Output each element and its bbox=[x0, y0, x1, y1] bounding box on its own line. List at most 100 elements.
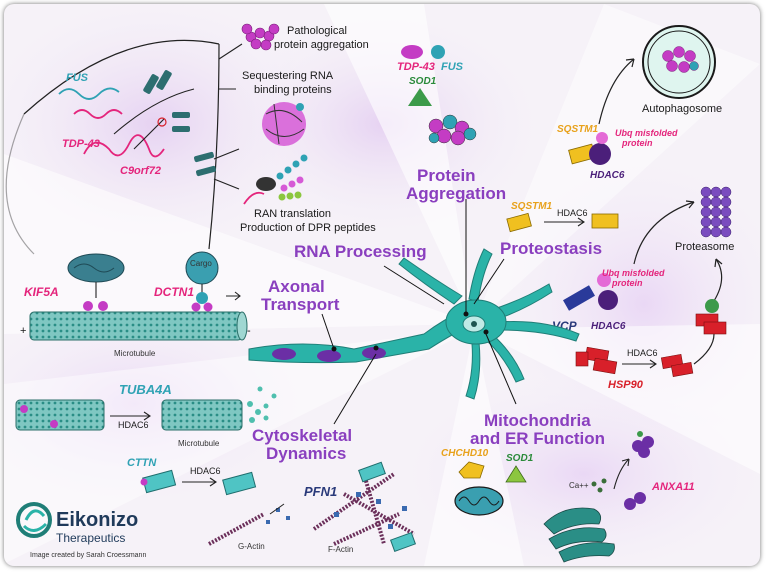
tdp43-protein-icon bbox=[401, 45, 423, 59]
cytoskeletal-panel: TUBA4A HDAC6 Microtubule Cytoskeletal Dy… bbox=[15, 382, 417, 554]
axonal-transport-panel: + - Microtubule KIF5A Cargo DCTN1 Axonal… bbox=[20, 251, 340, 358]
tdp43-label: TDP-43 bbox=[62, 138, 100, 150]
c9orf72-label: C9orf72 bbox=[120, 165, 161, 177]
vcp-icon bbox=[563, 285, 595, 311]
er-icon bbox=[543, 507, 615, 563]
agg-sod1-label: SOD1 bbox=[409, 76, 437, 87]
fus-protein-icon bbox=[431, 45, 445, 59]
autophagosome-icon bbox=[642, 25, 716, 99]
ubq-b-label-1: Ubq misfolded bbox=[602, 268, 665, 278]
hdac6-a-icon bbox=[589, 143, 611, 165]
sequestered-rna-icon bbox=[262, 102, 306, 146]
proteasome-label: Proteasome bbox=[675, 241, 734, 253]
section-axonal-transport-1: Axonal bbox=[268, 277, 325, 296]
mitochondrion-icon bbox=[454, 486, 504, 516]
hdac6-c-label: HDAC6 bbox=[591, 321, 626, 332]
section-proteostasis: Proteostasis bbox=[500, 239, 602, 258]
section-axonal-transport-2: Transport bbox=[261, 295, 340, 314]
als-pathways-diagram: FUS TDP-43 C9orf72 Pathological protein … bbox=[4, 4, 760, 566]
sequestering-label-1: Sequestering RNA bbox=[242, 70, 334, 82]
eikonizo-logo-icon bbox=[16, 502, 52, 538]
fus-rna-icon bbox=[58, 87, 120, 100]
cyto-microtubule-label: Microtubule bbox=[178, 439, 220, 448]
microtubule-icon bbox=[29, 311, 243, 341]
minus-end-label: - bbox=[247, 325, 251, 337]
ubq-a-label-2: protein bbox=[621, 138, 653, 148]
factin-label: F-Actin bbox=[328, 545, 353, 554]
cargo-label: Cargo bbox=[190, 259, 212, 268]
hdac6-a-label: HDAC6 bbox=[590, 170, 625, 181]
agg-cluster-icon bbox=[428, 114, 477, 146]
rna-processing-panel: FUS TDP-43 C9orf72 Pathological protein … bbox=[5, 23, 376, 255]
proteostasis-panel: Autophagosome SQSTM1 Ubq misfolded prote… bbox=[500, 25, 734, 391]
diagram-frame: FUS TDP-43 C9orf72 Pathological protein … bbox=[4, 4, 760, 566]
f-actin-icon bbox=[312, 472, 415, 546]
acetylated-microtubule-icon bbox=[161, 399, 243, 431]
g-actin-icon bbox=[208, 512, 265, 546]
pathological-label-1: Pathological bbox=[287, 25, 347, 37]
hdac6-b-label: HDAC6 bbox=[557, 208, 588, 218]
plus-end-label: + bbox=[20, 325, 26, 337]
gactin-label: G-Actin bbox=[238, 542, 265, 551]
autophagosome-label: Autophagosome bbox=[642, 103, 722, 115]
pfn1-label: PFN1 bbox=[304, 484, 337, 499]
sqstm1-c-icon bbox=[591, 213, 619, 229]
inhibit-icon bbox=[157, 117, 167, 127]
ubq-a-label-1: Ubq misfolded bbox=[615, 128, 678, 138]
sqstm1-a-label: SQSTM1 bbox=[557, 124, 599, 135]
agg-fus-label: FUS bbox=[441, 61, 464, 73]
ribosome-icon bbox=[243, 154, 308, 205]
protein-complex-icon bbox=[695, 299, 727, 335]
ran-label-2: Production of DPR peptides bbox=[240, 222, 376, 234]
eikonizo-logo: Eikonizo Therapeutics Image created by S… bbox=[16, 502, 146, 559]
section-mito-2: and ER Function bbox=[470, 429, 605, 448]
section-protein-aggregation-1: Protein bbox=[417, 166, 476, 185]
sequestering-label-2: binding proteins bbox=[254, 84, 332, 96]
hdac6-d-label: HDAC6 bbox=[627, 348, 658, 358]
chchd10-icon bbox=[458, 461, 485, 479]
protein-aggregate-icon bbox=[241, 23, 280, 51]
sod1-protein-icon bbox=[408, 88, 432, 106]
section-cytoskeletal-2: Dynamics bbox=[266, 444, 346, 463]
neuron-icon bbox=[248, 199, 580, 425]
sqstm1-b-label: SQSTM1 bbox=[511, 201, 553, 212]
tuba4a-hdac6-label: HDAC6 bbox=[118, 420, 149, 430]
ran-label-1: RAN translation bbox=[254, 208, 331, 220]
section-rna-processing: RNA Processing bbox=[294, 242, 427, 261]
dctn1-label: DCTN1 bbox=[154, 285, 194, 299]
tdp43-rna-icon bbox=[73, 109, 123, 119]
image-credit: Image created by Sarah Croessmann bbox=[30, 552, 146, 559]
section-protein-aggregation-2: Aggregation bbox=[406, 184, 506, 203]
proteasome-icon bbox=[700, 186, 732, 238]
kif5a-motor-icon bbox=[67, 253, 125, 311]
sqstm1-b-icon bbox=[506, 212, 532, 233]
dctn1-cargo-icon bbox=[185, 251, 219, 312]
background bbox=[4, 4, 760, 566]
anxa11-label: ANXA11 bbox=[651, 481, 695, 493]
logo-name-2: Therapeutics bbox=[56, 531, 125, 545]
mito-sod1-label: SOD1 bbox=[506, 453, 534, 464]
cttn-deacetylated-icon bbox=[222, 471, 257, 496]
cttn-label: CTTN bbox=[127, 457, 157, 469]
tuba4a-microtubule-icon bbox=[15, 399, 105, 431]
kif5a-label: KIF5A bbox=[24, 285, 59, 299]
agg-tdp43-label: TDP-43 bbox=[397, 61, 435, 73]
section-mito-1: Mitochondria bbox=[484, 411, 591, 430]
tuba4a-label: TUBA4A bbox=[119, 382, 172, 397]
logo-name-1: Eikonizo bbox=[56, 509, 138, 531]
ubq-b-label-2: protein bbox=[611, 278, 643, 288]
section-cytoskeletal-1: Cytoskeletal bbox=[252, 426, 352, 445]
cttn-hdac6-label: HDAC6 bbox=[190, 466, 221, 476]
chchd10-label: CHCHD10 bbox=[441, 448, 489, 459]
mito-er-panel: Mitochondria and ER Function CHCHD10 SOD… bbox=[441, 411, 695, 563]
protein-aggregation-panel: TDP-43 FUS SOD1 Protein Aggregation bbox=[397, 45, 506, 203]
hsp90-released-icon bbox=[660, 353, 694, 377]
mito-sod1-icon bbox=[505, 465, 527, 483]
ca-label: Ca++ bbox=[569, 481, 589, 490]
fus-label: FUS bbox=[66, 72, 89, 84]
nuclear-pore-icon bbox=[143, 70, 216, 177]
anxa11-icon bbox=[624, 431, 654, 510]
hdac6-c-icon bbox=[598, 290, 618, 310]
hsp90-label: HSP90 bbox=[608, 379, 644, 391]
c9orf72-rna-icon bbox=[83, 134, 165, 158]
